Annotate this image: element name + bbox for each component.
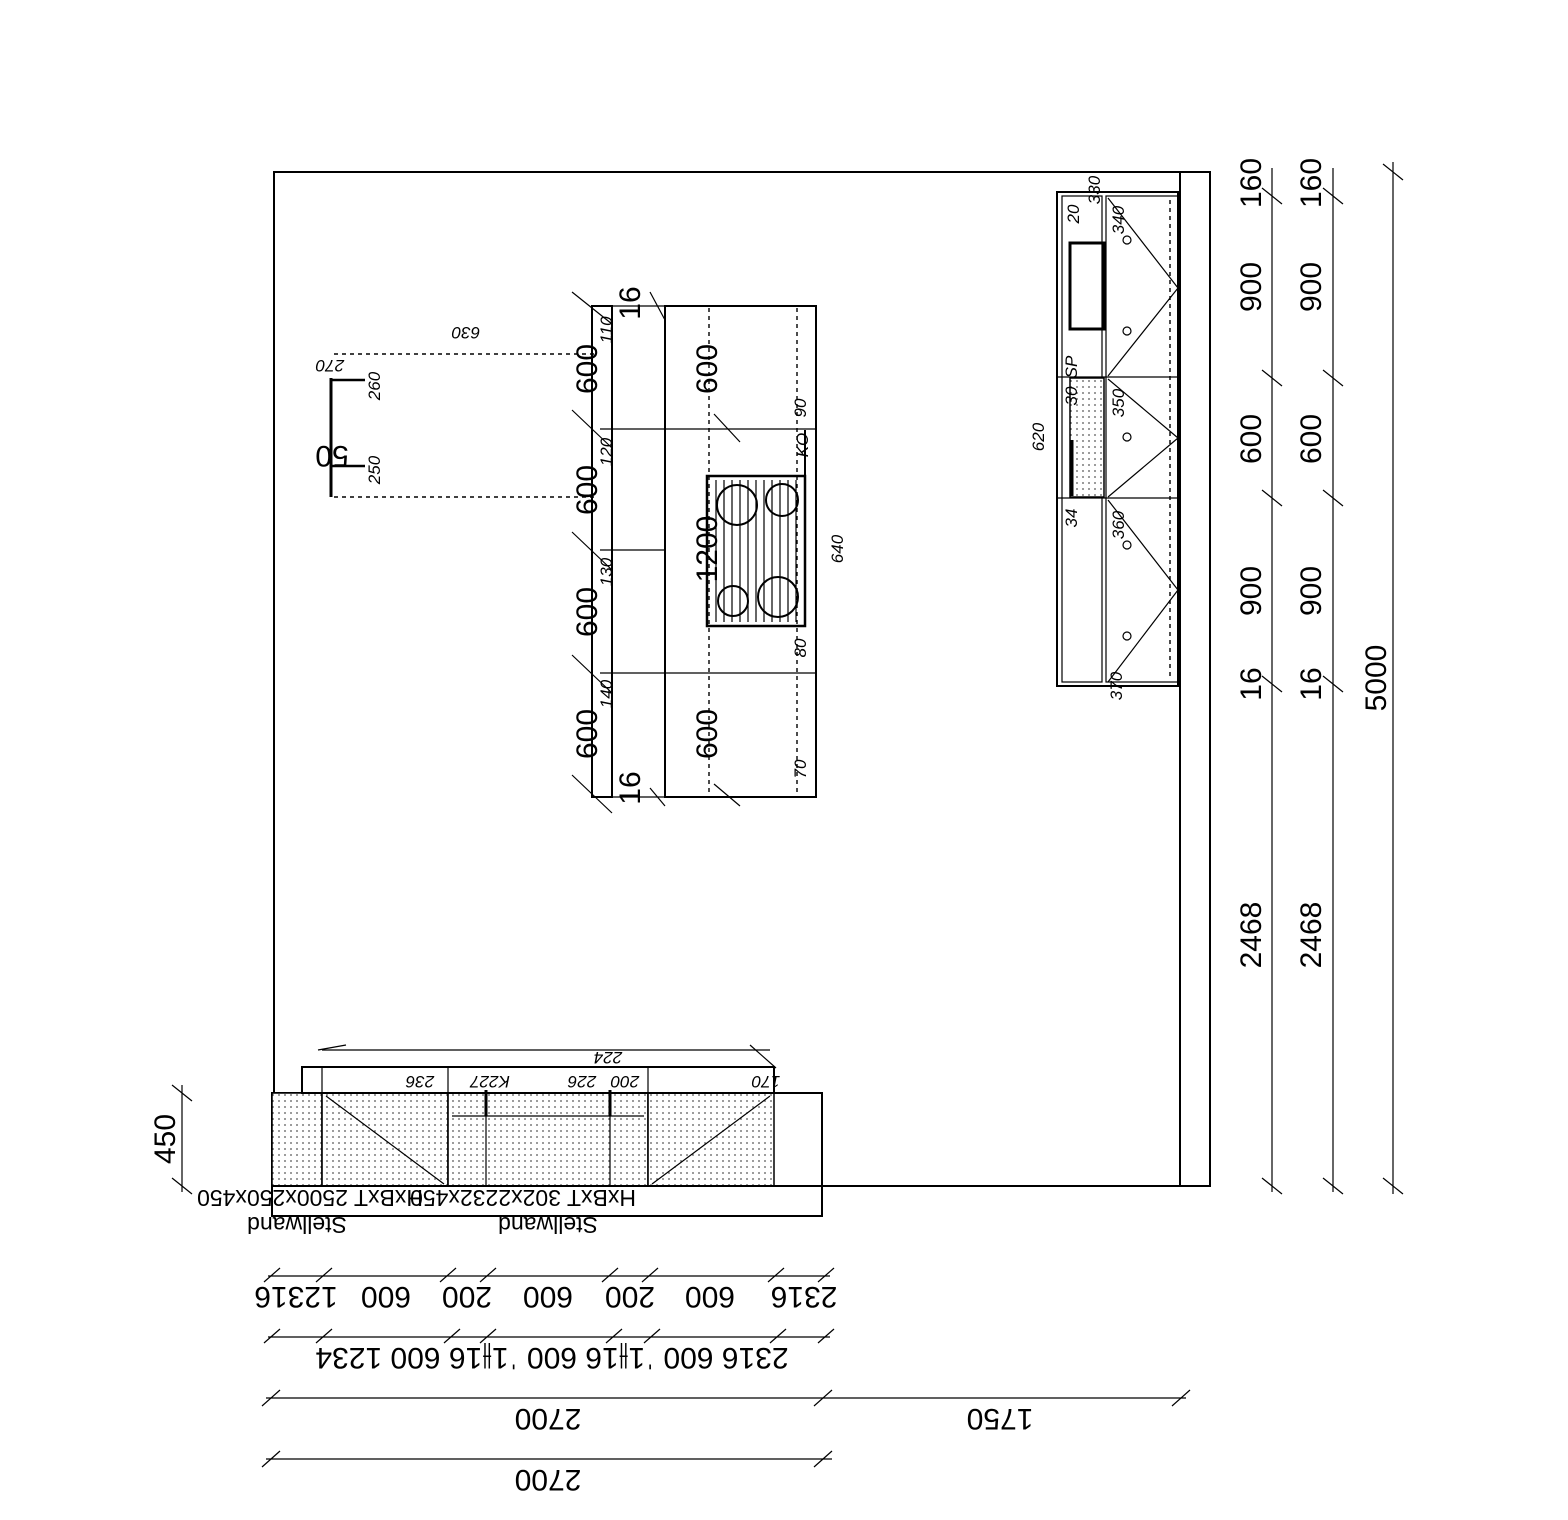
row1-600-a: 600 bbox=[685, 1280, 735, 1313]
bottom-dim-450: 450 bbox=[149, 1114, 182, 1164]
bottom-dim-236: 236 bbox=[405, 1072, 435, 1091]
island-small-90: 90 bbox=[791, 398, 810, 417]
island-dim-600-3: 600 bbox=[571, 587, 604, 637]
row1-12316: 12316 bbox=[254, 1280, 337, 1313]
fixture-dim-260: 260 bbox=[365, 371, 384, 401]
island-dim-600-1: 600 bbox=[571, 344, 604, 394]
tall-cabinet-unit: 330 20 340 30 350 34 360 370 SP 620 bbox=[1029, 175, 1179, 700]
island-tag-ko: KO bbox=[793, 433, 812, 458]
dim-900-c: 900 bbox=[1295, 262, 1328, 312]
island-dim-16-bottom: 16 bbox=[614, 771, 647, 804]
bottom-dim-226: 226 bbox=[567, 1072, 597, 1091]
island-small-120: 120 bbox=[597, 437, 616, 466]
row1-600-c: 600 bbox=[361, 1280, 411, 1313]
island-small-130: 130 bbox=[597, 557, 616, 586]
tall-dim-30: 30 bbox=[1062, 386, 1081, 405]
fixture-dim-250: 250 bbox=[365, 455, 384, 485]
dim-160-b: 160 bbox=[1295, 158, 1328, 208]
row2-text: 2316 600 ˈ1⫲16 600 ˈ1⫲16 600 1234 bbox=[315, 1341, 788, 1374]
dim-900-b: 900 bbox=[1235, 566, 1268, 616]
island-inner-600-a: 600 bbox=[691, 344, 724, 394]
island-dim-16-top: 16 bbox=[614, 286, 647, 319]
tall-dim-330: 330 bbox=[1085, 175, 1104, 204]
dim-600-a: 600 bbox=[1235, 414, 1268, 464]
kitchen-island: 16 600 600 600 600 16 600 1200 600 110 1… bbox=[571, 286, 847, 814]
fixture-dim-50: 50 bbox=[315, 439, 348, 472]
row1-2316: 2316 bbox=[771, 1280, 838, 1313]
bottom-dim-200: 200 bbox=[610, 1072, 640, 1091]
bottom-dim-170: 170 bbox=[751, 1072, 780, 1091]
tall-dim-350: 350 bbox=[1109, 388, 1128, 417]
island-small-110: 110 bbox=[597, 316, 616, 344]
bottom-dim-224: 224 bbox=[594, 1048, 623, 1067]
island-small-70: 70 bbox=[791, 759, 810, 778]
total-1750: 1750 bbox=[967, 1402, 1034, 1435]
bottom-dim-k227: K227 bbox=[470, 1072, 510, 1091]
wall-spec-2: HxBxT 2500x250x450 bbox=[197, 1185, 423, 1211]
burner-icon bbox=[716, 484, 758, 526]
row1-200-b: 200 bbox=[442, 1280, 492, 1313]
island-small-80: 80 bbox=[791, 638, 810, 657]
row1-200-a: 200 bbox=[605, 1280, 655, 1313]
dim-900-d: 900 bbox=[1295, 566, 1328, 616]
burner-icon bbox=[717, 585, 749, 617]
island-dim-600-4: 600 bbox=[571, 709, 604, 759]
tall-dim-370: 370 bbox=[1107, 671, 1126, 700]
island-depth-640: 640 bbox=[828, 534, 847, 563]
total-2700-b: 2700 bbox=[515, 1463, 582, 1496]
burner-icon bbox=[765, 483, 799, 517]
tall-depth-620: 620 bbox=[1029, 422, 1048, 451]
bottom-cabinet-row: 224 236 K227 200 226 170 450 Stellwand H… bbox=[149, 1044, 823, 1238]
dim-900-a: 900 bbox=[1235, 262, 1268, 312]
right-dimension-chains: 160 900 600 900 16 2468 160 900 600 900 … bbox=[1235, 158, 1404, 1195]
burner-icon bbox=[757, 576, 799, 618]
tall-dim-340: 340 bbox=[1109, 205, 1128, 234]
dim-16-b: 16 bbox=[1295, 667, 1328, 700]
tall-dim-360: 360 bbox=[1109, 510, 1128, 539]
dim-5000: 5000 bbox=[1360, 645, 1393, 712]
island-dim-600-2: 600 bbox=[571, 465, 604, 515]
bottom-dimension-chains: 2316 600 200 600 200 600 12316 2316 600 … bbox=[254, 1267, 1191, 1496]
dim-16-a: 16 bbox=[1235, 667, 1268, 700]
wall-label-1: Stellwand bbox=[498, 1212, 598, 1238]
tall-tag-sp: SP bbox=[1062, 355, 1081, 378]
fixture-dim-270: 270 bbox=[315, 356, 345, 375]
dim-2468-b: 2468 bbox=[1295, 902, 1328, 969]
island-inner-600-b: 600 bbox=[691, 709, 724, 759]
island-inner-1200: 1200 bbox=[691, 516, 724, 583]
wall-label-2: Stellwand bbox=[247, 1212, 347, 1238]
fixture-detail: 630 270 260 250 50 bbox=[315, 323, 595, 498]
dim-2468-a: 2468 bbox=[1235, 902, 1268, 969]
tall-dim-20: 20 bbox=[1064, 204, 1083, 224]
fixture-dim-630: 630 bbox=[451, 323, 480, 342]
island-small-140: 140 bbox=[597, 679, 616, 708]
wall-spec-1: HxBxT 302x2232x450 bbox=[410, 1185, 636, 1211]
dim-600-b: 600 bbox=[1295, 414, 1328, 464]
row1-600-b: 600 bbox=[523, 1280, 573, 1313]
dim-160-a: 160 bbox=[1235, 158, 1268, 208]
tall-dim-34: 34 bbox=[1062, 509, 1081, 528]
total-2700-a: 2700 bbox=[515, 1402, 582, 1435]
